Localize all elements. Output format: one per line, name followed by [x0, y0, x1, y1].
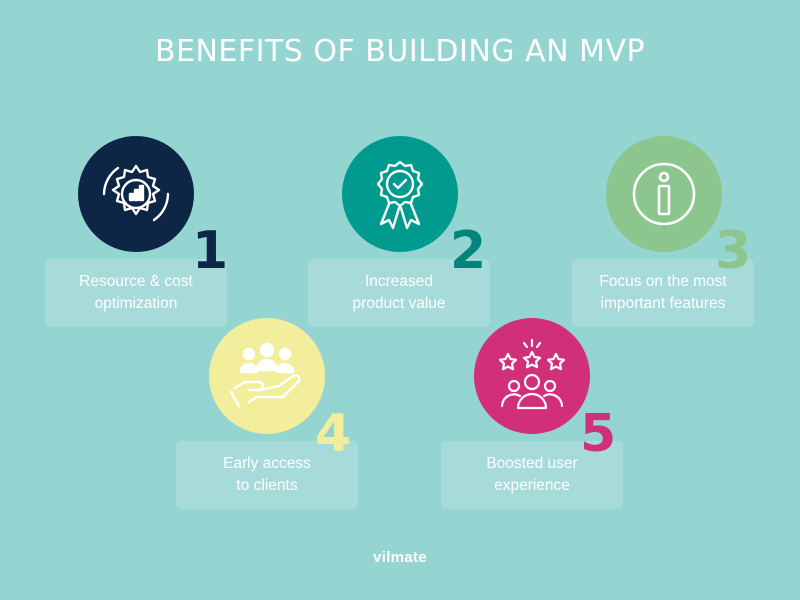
benefit-icon-circle [78, 136, 194, 252]
benefit-label-line2: product value [352, 295, 446, 312]
benefit-number: 3 [715, 221, 752, 281]
benefit-card: Focus on the most important features [572, 259, 754, 327]
benefit-card: Resource & cost optimization [45, 259, 227, 327]
benefit-label-line2: optimization [94, 295, 178, 312]
benefit-number: 1 [192, 221, 229, 281]
benefit-icon-circle [342, 136, 458, 252]
benefit-icon-circle [474, 318, 590, 434]
benefit-label-line2: to clients [236, 477, 298, 494]
benefit-number: 2 [450, 221, 487, 281]
benefit-icon-circle [606, 136, 722, 252]
benefit-card: Increased product value [308, 259, 490, 327]
benefit-label-line1: Resource & cost [79, 273, 193, 290]
benefit-label-line1: Increased [364, 273, 434, 290]
stars-users-icon [498, 338, 566, 410]
hand-people-icon [229, 342, 301, 408]
benefit-number: 4 [315, 404, 352, 464]
page-title: BENEFITS OF BUILDING AN MVP [154, 34, 646, 69]
benefit-card: Early access to clients [176, 441, 358, 509]
award-ribbon-icon [376, 160, 424, 230]
benefit-label-line1: Early access [223, 455, 311, 472]
benefit-label-line1: Focus on the most [599, 273, 727, 290]
benefit-label-line2: experience [494, 477, 570, 494]
brand-logo: vilmate [373, 549, 427, 566]
benefit-label-line1: Boosted user [486, 455, 578, 472]
benefit-card: Boosted user experience [441, 441, 623, 509]
info-icon [632, 162, 696, 226]
benefit-number: 5 [580, 404, 617, 464]
benefit-icon-circle [209, 318, 325, 434]
benefit-label-line2: important features [600, 295, 726, 312]
gear-chart-icon [102, 164, 170, 222]
